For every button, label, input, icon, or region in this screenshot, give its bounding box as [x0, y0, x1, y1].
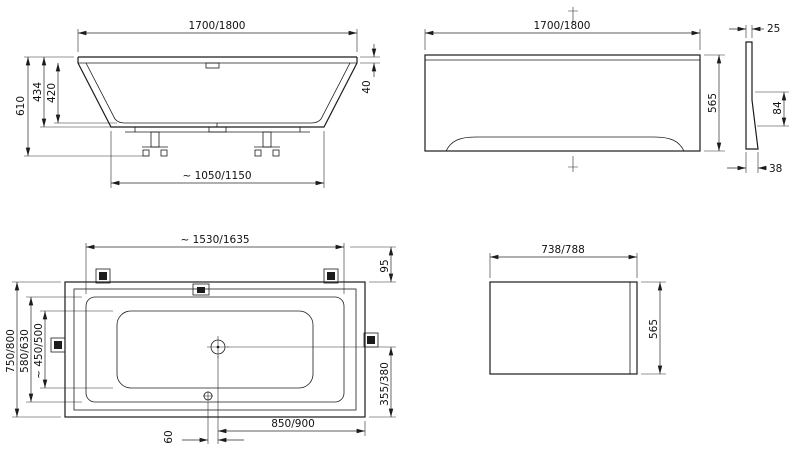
dim-drain-to-side: 355/380: [227, 346, 396, 418]
dim-inner-depth: 420: [46, 63, 117, 124]
dim-inner-length: ~ 1530/1635: [85, 234, 345, 294]
adjustable-foot: [142, 149, 150, 157]
dim-side-panel-length-label: 738/788: [541, 244, 585, 256]
centerline-mark-bottom: [568, 156, 578, 172]
dim-inner-width-label: 580/630: [19, 329, 31, 373]
dim-drain-to-end-label: 850/900: [271, 418, 315, 430]
dim-floor-width-label: ~ 450/500: [33, 323, 45, 379]
bathtub-shell-outline: [77, 56, 358, 128]
support-frame: [125, 127, 310, 157]
dim-profile-height-label: 84: [772, 101, 784, 115]
mounting-bracket-right: [363, 332, 379, 348]
dim-drain-to-end: 850/900: [217, 356, 366, 444]
dim-panel-length: 1700/1800: [424, 20, 701, 50]
dim-rim-height-label: 40: [361, 80, 373, 93]
dim-end-rim-width-label: 95: [379, 259, 391, 272]
left-leg: [142, 131, 168, 157]
dim-foot-depth-label: 38: [769, 163, 782, 175]
dim-panel-thickness: 25: [729, 23, 780, 38]
plan-view: ~ 1530/1635 95 750/800 580/630 ~ 450/500…: [5, 234, 396, 444]
dim-base-length-label: ~ 1050/1150: [182, 170, 251, 182]
side-panel-view: 738/788 565: [489, 244, 666, 375]
adjustable-foot: [272, 149, 280, 157]
dim-rim-height: 40: [360, 44, 380, 94]
panel-recess-curve: [445, 136, 685, 152]
right-leg: [254, 131, 280, 157]
drain: [207, 336, 229, 358]
dim-panel-thickness-label: 25: [767, 23, 780, 35]
tub-inner-rim: [73, 288, 357, 411]
mounting-bracket-top-right: [323, 268, 339, 284]
dim-floor-width: ~ 450/500: [33, 310, 113, 389]
waste-outlet: [203, 391, 213, 401]
dim-inner-width: 580/630: [19, 296, 82, 403]
overflow-fitting: [205, 62, 220, 69]
dim-overall-width-label: 750/800: [5, 329, 17, 373]
dim-end-rim-width: 95: [350, 246, 396, 283]
dim-side-panel-length: 738/788: [489, 244, 638, 278]
dim-foot-depth: 38: [727, 152, 782, 175]
dim-panel-length-label: 1700/1800: [534, 20, 591, 32]
panel-section-profile: [745, 41, 759, 150]
dim-overall-height: 610: [15, 56, 148, 157]
mounting-bracket-left: [50, 337, 66, 353]
dim-overall-length-label: 1700/1800: [189, 20, 246, 32]
dim-inner-length-label: ~ 1530/1635: [180, 234, 249, 246]
centerline-mark-top: [568, 7, 578, 23]
adjustable-foot: [160, 149, 168, 157]
tub-bowl-opening: [85, 296, 345, 403]
dim-overall-width: 750/800: [5, 281, 61, 418]
dim-inner-depth-label: 420: [46, 83, 58, 103]
dim-drain-offset-label: 60: [163, 430, 175, 443]
dim-shell-depth: 434: [32, 57, 111, 128]
dim-overall-length: 1700/1800: [77, 20, 358, 52]
front-elevation-view: 1700/1800 610 434 420 40 ~ 1050/1150: [15, 20, 380, 188]
dim-panel-height-label: 565: [707, 93, 719, 113]
adjustable-foot: [254, 149, 262, 157]
mounting-bracket-top-left: [95, 268, 111, 284]
dim-overall-height-label: 610: [15, 96, 27, 116]
dim-side-panel-height: 565: [641, 281, 666, 375]
front-panel-outline: [424, 54, 701, 152]
side-panel-outline: [489, 281, 638, 375]
overflow-fitting-plan: [192, 283, 210, 296]
dim-shell-depth-label: 434: [32, 82, 44, 102]
tub-bowl-floor: [116, 310, 314, 389]
dim-profile-height: 84: [755, 91, 789, 127]
dim-side-panel-height-label: 565: [648, 319, 660, 339]
dim-panel-height: 565: [704, 54, 725, 152]
dim-drain-offset: 60: [163, 402, 244, 444]
front-panel-view: 1700/1800 565 25 84 38: [424, 7, 789, 175]
dim-drain-to-side-label: 355/380: [379, 362, 391, 406]
dim-base-length: ~ 1050/1150: [110, 131, 325, 188]
tub-outer-rim: [64, 281, 366, 418]
